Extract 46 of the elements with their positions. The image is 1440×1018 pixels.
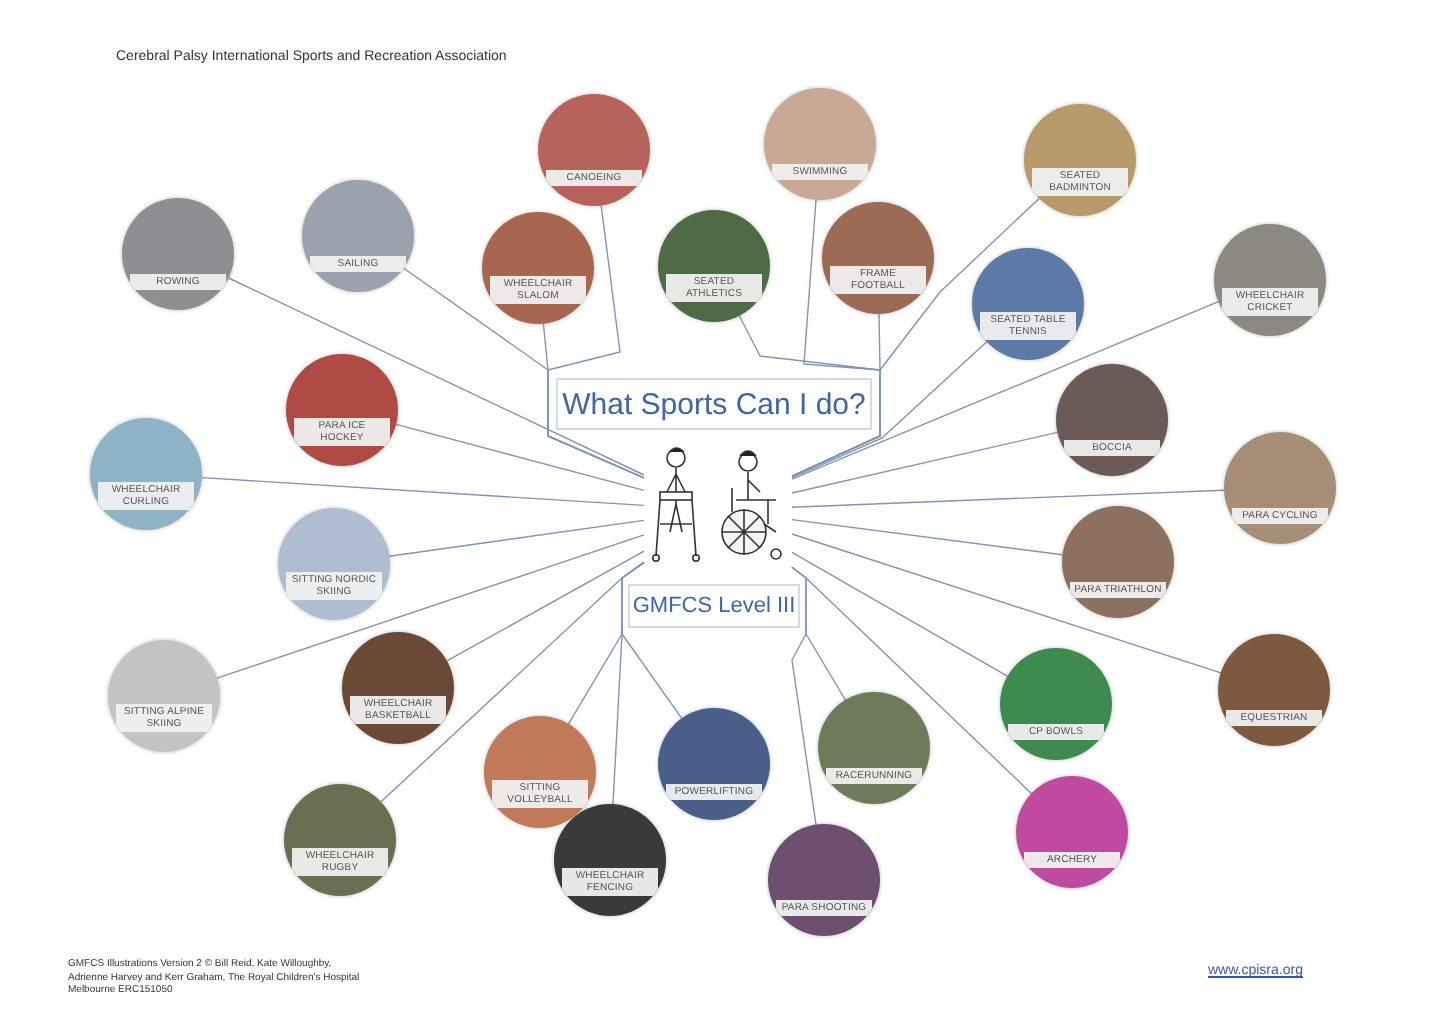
sport-photo-circle — [658, 708, 770, 820]
connector-line — [791, 533, 1222, 674]
connector-line — [201, 476, 645, 507]
connector-line — [791, 518, 1064, 556]
connector-line — [791, 341, 988, 479]
sport-photo-circle — [482, 212, 594, 324]
sport-photo-circle — [122, 198, 234, 310]
sport-photo-circle — [302, 180, 414, 292]
connector-line — [791, 489, 1225, 508]
sport-photo-circle — [1214, 224, 1326, 336]
level-box: GMFCS Level III — [628, 584, 800, 628]
connector-line — [446, 550, 645, 662]
sport-photo-circle — [108, 640, 220, 752]
sport-photo-circle — [1000, 648, 1112, 760]
sport-photo-circle — [818, 692, 930, 804]
sport-photo-circle — [286, 354, 398, 466]
sport-photo-circle — [658, 210, 770, 322]
sport-photo-circle — [554, 804, 666, 916]
title-box: What Sports Can I do? — [556, 378, 872, 430]
sport-photo-circle — [538, 94, 650, 206]
connector-line — [791, 300, 1220, 480]
sport-photo-circle — [90, 418, 202, 530]
sport-photo-circle — [972, 248, 1084, 360]
connector-line — [612, 561, 645, 805]
sport-photo-circle — [484, 716, 596, 828]
connector-line — [791, 431, 1059, 494]
sport-photo-circle — [1224, 432, 1336, 544]
connector-line — [395, 423, 645, 492]
sport-photo-circle — [1218, 634, 1330, 746]
connector-line — [216, 534, 645, 679]
sport-photo-circle — [764, 88, 876, 200]
connector-line — [791, 313, 881, 477]
sport-photo-circle — [1024, 104, 1136, 216]
connector-line — [542, 323, 645, 479]
sport-photo-circle — [1056, 364, 1168, 476]
sport-photo-circle — [342, 632, 454, 744]
sport-photo-circle — [768, 824, 880, 936]
sport-photo-circle — [278, 508, 390, 620]
connector-line — [388, 519, 645, 557]
sport-photo-circle — [1016, 776, 1128, 888]
sport-photo-circle — [284, 784, 396, 896]
sport-photo-circle — [822, 202, 934, 314]
connector-line — [227, 277, 645, 476]
connector-line — [791, 551, 1009, 677]
connector-line — [791, 566, 1033, 795]
sport-photo-circle — [1062, 506, 1174, 618]
